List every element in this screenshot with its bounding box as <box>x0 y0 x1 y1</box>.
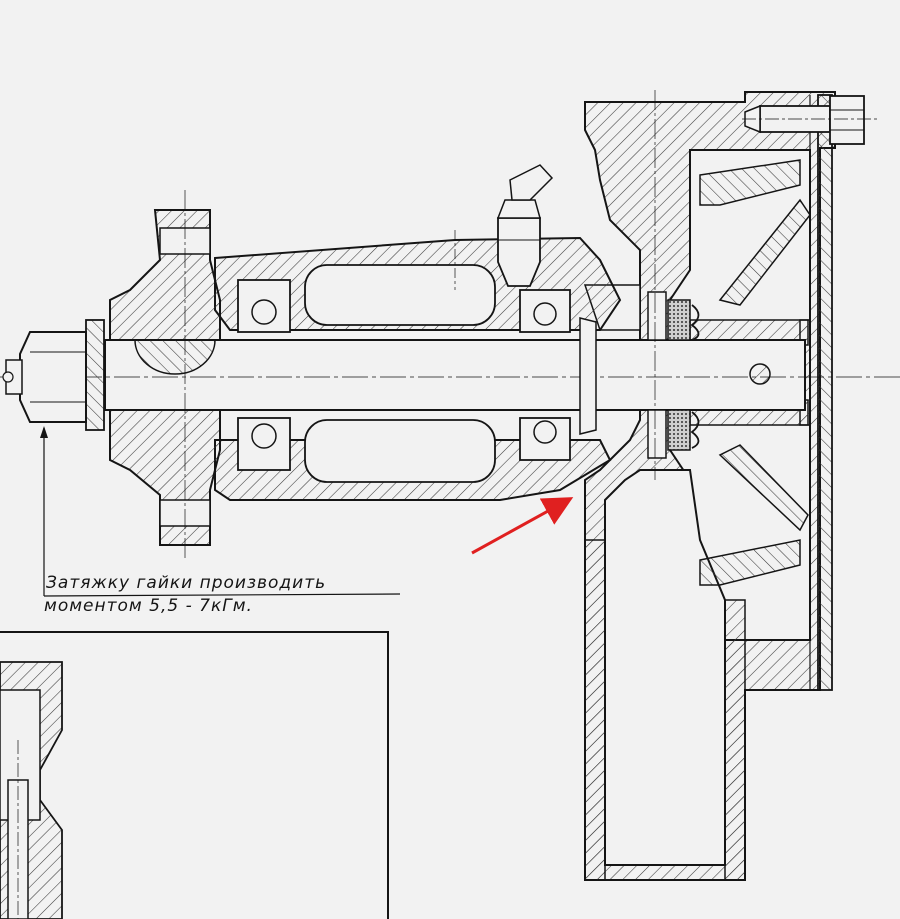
grease-fitting <box>496 164 554 287</box>
seal <box>579 291 700 459</box>
shaft-nut <box>2 331 87 423</box>
inset-view <box>0 631 389 919</box>
red-arrow <box>471 497 574 555</box>
center-lines <box>184 90 656 560</box>
shaft <box>0 339 900 411</box>
tightening-note-line-2: моментом 5,5 - 7кГм. <box>44 596 253 616</box>
pump-body <box>583 91 836 881</box>
ball-bearing <box>237 279 571 471</box>
note-leader <box>40 426 401 597</box>
bolt <box>742 95 880 145</box>
tightening-note-line-1: Затяжку гайки производить <box>46 573 327 593</box>
